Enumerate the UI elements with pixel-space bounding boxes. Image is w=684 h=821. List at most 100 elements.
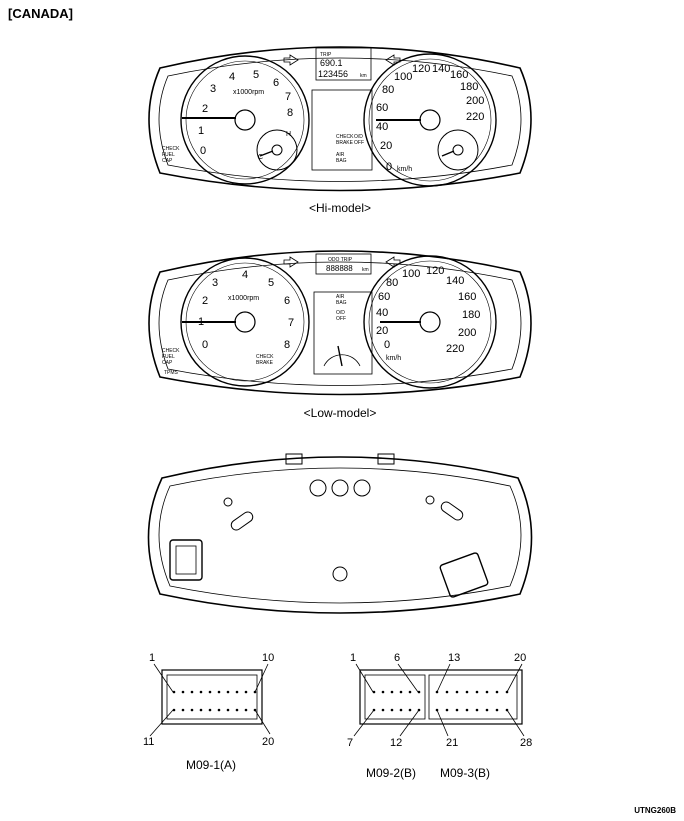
speed-tick: 100 xyxy=(402,268,420,280)
tach-tick: 6 xyxy=(273,77,279,89)
odo-km-label: km xyxy=(360,73,367,79)
connector-a-label: M09-1(A) xyxy=(186,758,237,772)
check-fuel-cap-line2: FUEL xyxy=(162,354,175,360)
air-bag-line2: BAG xyxy=(336,158,347,164)
air-bag-line1: AIR xyxy=(336,294,345,300)
connector-c-top-pin-row xyxy=(435,690,509,694)
connector-a-top-pin-row xyxy=(172,690,257,694)
speed-tick: 140 xyxy=(432,63,450,75)
check-fuel-cap-line3: CAP xyxy=(162,360,173,366)
connector-c-pin-13: 13 xyxy=(448,652,460,664)
check-brake-line1: CHECK xyxy=(336,134,354,140)
od-off-line2: OFF xyxy=(354,140,364,146)
odo-value: 888888 xyxy=(326,264,353,273)
tpms-label: TPMS xyxy=(164,370,179,376)
turn-left-arrow-icon xyxy=(283,54,299,66)
speed-tick: 20 xyxy=(376,325,388,337)
od-off-line1: O/D xyxy=(336,310,345,316)
check-fuel-cap-line3: CAP xyxy=(162,158,173,164)
temp-cold-label: C xyxy=(258,154,263,161)
tach-tick: 1 xyxy=(198,125,204,137)
connector-b-pin-12: 12 xyxy=(390,737,402,748)
od-off-line2: OFF xyxy=(336,316,346,322)
region-title: [CANADA] xyxy=(8,6,73,21)
speed-tick: 0 xyxy=(384,339,390,351)
speed-tick: 160 xyxy=(458,291,476,303)
speed-tick: 220 xyxy=(446,343,464,355)
tach-tick: 0 xyxy=(202,339,208,351)
tach-tick: 8 xyxy=(287,107,293,119)
speed-tick: 80 xyxy=(386,277,398,289)
speed-tick: 0 xyxy=(386,161,392,173)
tach-unit: x1000rpm xyxy=(233,89,264,96)
tach-tick: 7 xyxy=(288,317,294,329)
document-code: UTNG260B xyxy=(634,806,676,815)
speed-tick: 80 xyxy=(382,84,394,96)
connector-a-pin-20: 20 xyxy=(262,736,274,748)
air-bag-line1: AIR xyxy=(336,152,345,158)
low-model-cluster: 0 1 2 3 4 5 6 7 8 x1000rpm CHECK FUEL CA… xyxy=(148,250,532,396)
connector-a-pin-11: 11 xyxy=(143,736,154,748)
low-model-caption: <Low-model> xyxy=(303,406,377,420)
hi-model-caption: <Hi-model> xyxy=(308,201,372,215)
speed-tick: 220 xyxy=(466,111,484,123)
check-fuel-cap-line2: FUEL xyxy=(162,152,175,158)
tach-tick: 7 xyxy=(285,91,291,103)
tach-tick: 5 xyxy=(268,277,274,289)
air-bag-line2: BAG xyxy=(336,300,347,306)
tach-tick: 4 xyxy=(242,269,248,281)
speed-tick: 60 xyxy=(378,291,390,303)
check-brake-line2: BRAKE xyxy=(256,360,274,366)
connector-c-pin-20: 20 xyxy=(514,652,526,664)
od-off-line1: O/D xyxy=(354,134,363,140)
check-fuel-cap-line1: CHECK xyxy=(162,146,180,152)
connector-b-label: M09-2(B) xyxy=(366,766,417,780)
turn-left-arrow-icon xyxy=(283,256,299,268)
speed-tick: 160 xyxy=(450,69,468,81)
speed-tick: 180 xyxy=(462,309,480,321)
odo-km-label: km xyxy=(362,267,369,273)
speed-tick: 140 xyxy=(446,275,464,287)
connector-b-pin-7: 7 xyxy=(347,737,353,748)
odo-trip-value: 690.1 xyxy=(320,58,343,68)
check-fuel-cap-line1: CHECK xyxy=(162,348,180,354)
turn-right-arrow-icon xyxy=(385,256,401,268)
tach-tick: 0 xyxy=(200,145,206,157)
tach-tick: 5 xyxy=(253,69,259,81)
connector-a-pin-10: 10 xyxy=(262,652,274,664)
connector-a-diagram: 1 10 11 20 xyxy=(143,652,274,748)
check-brake-line2: BRAKE xyxy=(336,140,354,146)
connector-a-bottom-pin-row xyxy=(172,708,257,712)
connector-b-bottom-pin-row xyxy=(372,708,421,712)
connector-c-label: M09-3(B) xyxy=(440,766,491,780)
connector-a-pin-1: 1 xyxy=(149,652,155,664)
connector-c-bottom-pin-row xyxy=(435,708,509,712)
cluster-rear-view xyxy=(147,453,533,614)
speed-tick: 200 xyxy=(466,95,484,107)
connector-b-pin-1: 1 xyxy=(350,652,356,664)
tach-tick: 3 xyxy=(212,277,218,289)
tach-tick: 4 xyxy=(229,71,235,83)
speed-tick: 100 xyxy=(394,71,412,83)
speed-tick: 20 xyxy=(380,140,392,152)
hi-model-cluster: 0 1 2 3 4 5 6 7 8 x1000rpm H C CHECK FUE… xyxy=(148,46,532,192)
speed-tick: 120 xyxy=(426,265,444,277)
connector-b-top-pin-row xyxy=(372,690,421,694)
tach-unit: x1000rpm xyxy=(228,295,259,302)
tach-tick: 8 xyxy=(284,339,290,351)
tach-tick: 1 xyxy=(198,316,204,328)
fuel-gauge-arc xyxy=(323,354,361,367)
speed-tick: 120 xyxy=(412,63,430,75)
tach-tick: 2 xyxy=(202,295,208,307)
speed-unit: km/h xyxy=(386,355,401,362)
connector-socket-left xyxy=(169,539,203,581)
speed-unit: km/h xyxy=(397,166,412,173)
speed-tick: 180 xyxy=(460,81,478,93)
speed-tick: 200 xyxy=(458,327,476,339)
connector-socket-right xyxy=(439,552,489,598)
odo-trip-label: TRIP xyxy=(320,52,332,58)
connector-b-pin-6: 6 xyxy=(394,652,400,664)
check-brake-line1: CHECK xyxy=(256,354,274,360)
connector-c-pin-28: 28 xyxy=(520,737,532,748)
speed-tick: 60 xyxy=(376,102,388,114)
